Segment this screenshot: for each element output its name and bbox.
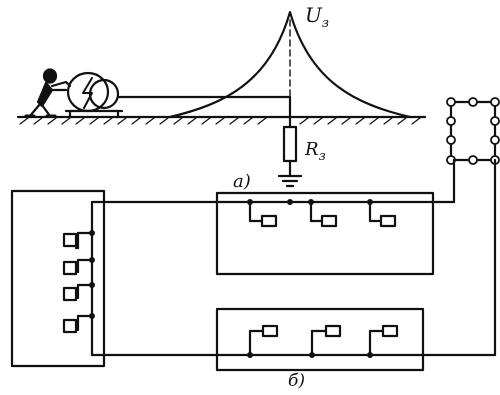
panel-a-device: [248, 200, 278, 228]
electric-machine-icon: [64, 71, 124, 119]
earth-electrode-loop-icon: [446, 97, 500, 165]
left-panel-device: [62, 314, 94, 334]
resistance-label: Rз: [304, 139, 326, 164]
panel-b: [90, 158, 497, 372]
case-a-label: а): [233, 171, 251, 192]
left-panel-device: [62, 258, 94, 276]
panel-a-device: [309, 200, 338, 228]
person-touching-equipment-icon: [24, 68, 72, 118]
panel-b-device: [248, 324, 279, 357]
left-panel-device: [62, 283, 94, 302]
ground-symbol-icon: [277, 174, 303, 188]
grounding-conductor: [116, 95, 292, 129]
case-b-label: б): [288, 371, 305, 390]
panel-a-device: [368, 200, 397, 228]
left-panel: [10, 189, 106, 368]
left-panel-device: [62, 231, 94, 250]
panel-b-device: [368, 324, 399, 357]
panel-a: [90, 158, 456, 276]
panel-b-device: [310, 324, 342, 357]
ground-surface: [16, 115, 427, 125]
potential-curve: [168, 10, 412, 119]
resistor: [282, 125, 298, 178]
potential-label: Uз: [305, 3, 329, 31]
